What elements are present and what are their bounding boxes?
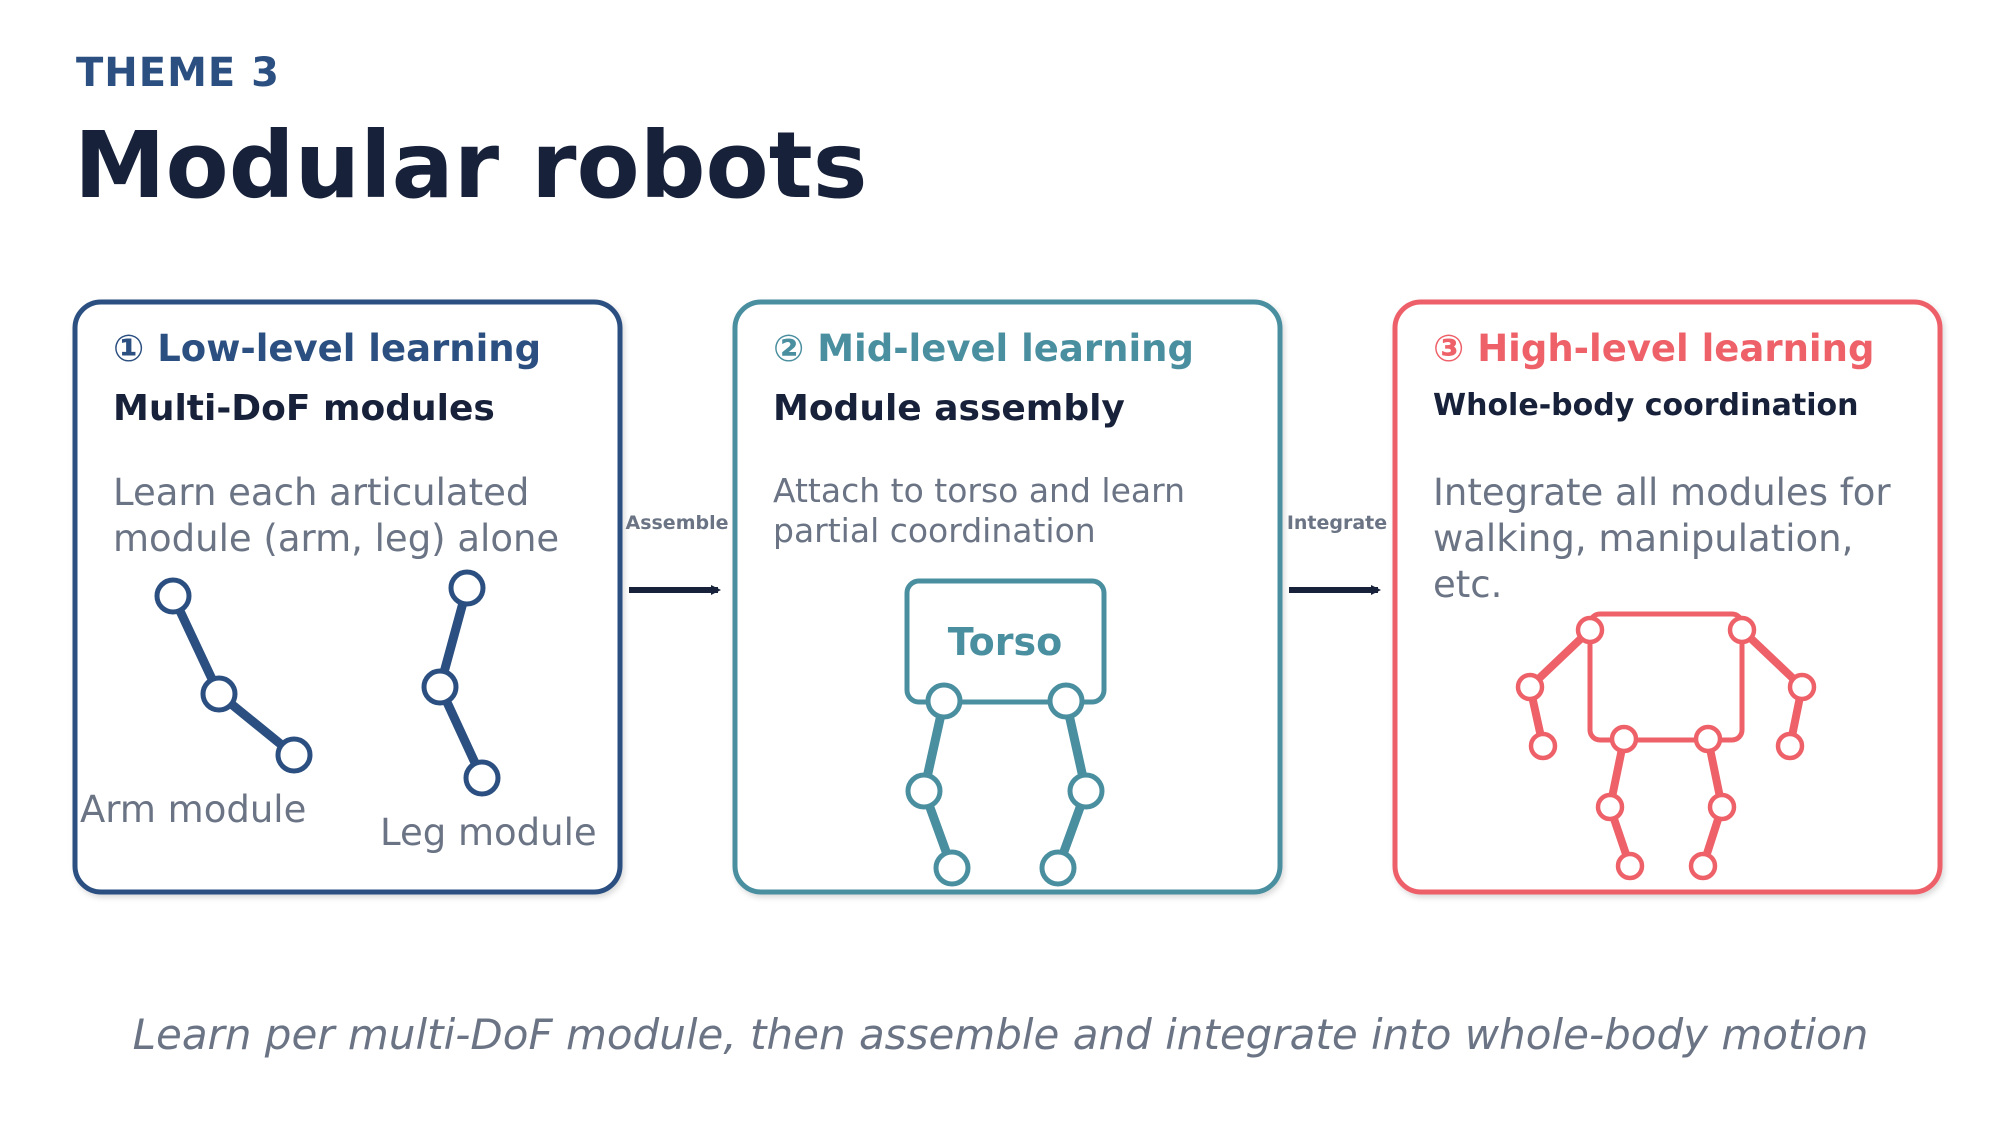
stage-mid-level: ② Mid-level learning Module assembly Att… [732, 299, 1283, 895]
arrow-integrate-label: Integrate [1287, 512, 1387, 534]
leg-module-label: Leg module [380, 811, 597, 854]
arm-module-icon [154, 577, 313, 774]
stage-high-level-body-line1: Integrate all modules for [1433, 471, 1891, 514]
arrow-integrate: Integrate [1287, 512, 1387, 595]
stage-low-level-subtitle: Multi-DoF modules [113, 388, 495, 429]
stage-high-level-body-line3: etc. [1433, 563, 1502, 606]
arm-module-label: Arm module [80, 788, 306, 831]
caption: Learn per multi-DoF module, then assembl… [132, 1010, 1869, 1059]
whole-body-robot-icon [1515, 611, 1817, 881]
arrow-assemble: Assemble [625, 512, 729, 595]
stage-low-level-title: ① Low-level learning [113, 327, 541, 370]
stage-high-level-title: ③ High-level learning [1433, 327, 1874, 370]
stage-low-level-body-line1: Learn each articulated [113, 471, 529, 514]
stage-mid-level-body-line1: Attach to torso and learn [773, 471, 1185, 510]
stage-low-level: ① Low-level learning Multi-DoF modules L… [72, 299, 623, 895]
stage-mid-level-title: ② Mid-level learning [773, 327, 1194, 370]
torso-block [904, 578, 1107, 705]
stage-mid-level-body-line2: partial coordination [773, 511, 1096, 550]
stage-high-level: ③ High-level learning Whole-body coordin… [1392, 299, 1943, 895]
leg-module-icon [421, 569, 501, 797]
stage-high-level-body-line2: walking, manipulation, [1433, 517, 1853, 560]
stage-low-level-box [72, 299, 623, 895]
stage-mid-level-subtitle: Module assembly [773, 388, 1125, 429]
torso-assembly-icon: Torso [904, 578, 1107, 887]
stage-low-level-body-line2: module (arm, leg) alone [113, 517, 559, 560]
page-title: Modular robots [74, 112, 868, 219]
arrow-assemble-label: Assemble [625, 512, 728, 534]
torso-label: Torso [948, 620, 1062, 664]
theme-label: THEME 3 [76, 50, 280, 96]
stage-high-level-subtitle: Whole-body coordination [1433, 388, 1858, 423]
robot-body [1587, 611, 1745, 743]
